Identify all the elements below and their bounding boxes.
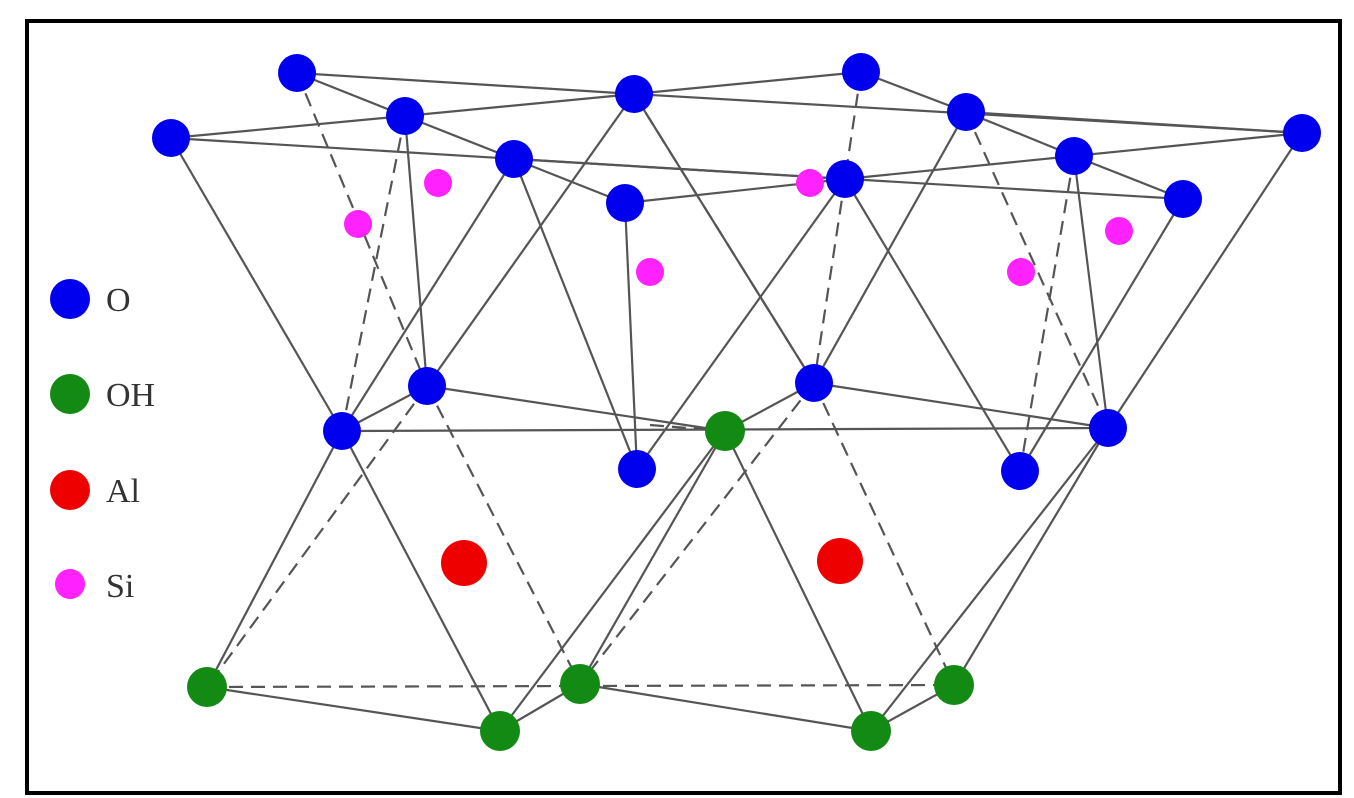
o-atom [408,367,446,405]
oh-atom [705,411,745,451]
bond [512,158,639,470]
al-atom [817,538,863,584]
oh-atom [934,665,974,705]
si-atom [636,258,664,286]
al-atom [441,540,487,586]
o-atom [278,54,316,92]
o-atom [1055,137,1093,175]
bond [636,178,846,470]
legend-oh-swatch [50,374,90,414]
bond [513,157,626,205]
legend-item-oh: OH [50,374,155,414]
bond [649,423,726,433]
dashed-bonds [206,71,1110,689]
bond [206,685,501,733]
oh-atom [851,711,891,751]
oh-atom [560,664,600,704]
si-atom [344,210,372,238]
bond [844,154,1075,181]
bond [170,114,406,140]
legend-item-si: Si [55,568,134,605]
bond [170,137,343,432]
o-atom [826,160,864,198]
bond [426,93,635,387]
bond [633,70,862,96]
o-atom [386,97,424,135]
bond [1019,198,1184,472]
legend-si-swatch [55,569,85,599]
bond [724,430,872,732]
bond [206,683,955,689]
bond [965,110,1075,158]
bond [813,382,955,686]
o-atom [947,93,985,131]
o-atom [495,140,533,178]
si-atom [424,169,452,197]
bond [965,110,1303,135]
bond [426,384,726,433]
bond [296,71,635,96]
bond [870,427,1109,732]
bond [813,111,967,384]
bond [295,72,429,387]
bond [812,178,847,384]
bond [579,430,726,685]
bond [206,385,428,688]
si-atom [1105,217,1133,245]
o-atom [1089,409,1127,447]
o-atom [606,184,644,222]
legend-item-al: Al [50,470,140,510]
o-atom [1164,180,1202,218]
o-atom [323,412,361,450]
legend-item-o: O [50,279,131,319]
bond [1073,154,1184,201]
legend-oh-label: OH [106,377,155,414]
o-atom [842,53,880,91]
bond [341,430,501,732]
bond [953,427,1109,686]
si-atom [796,169,824,197]
bond [1107,132,1303,429]
bond [404,92,635,118]
o-atom [1001,452,1039,490]
bond [296,71,406,118]
o-atom [152,119,190,157]
legend-al-swatch [50,470,90,510]
o-atom [615,75,653,113]
bond [403,115,429,387]
legend: O OH Al Si [50,279,155,605]
bond [633,93,815,384]
bond [623,202,639,470]
bond [341,158,515,432]
o-atom [1283,114,1321,152]
oxygen-atoms [152,53,1321,490]
bond [579,682,872,733]
bond [1073,131,1303,158]
bond [426,385,581,685]
bond [1018,155,1076,472]
solid-bonds [170,70,1303,733]
legend-o-swatch [50,279,90,319]
legend-o-label: O [106,282,131,319]
bond [964,111,1110,429]
silicon-atoms [344,169,1133,286]
si-atom [1007,258,1035,286]
oh-atom [480,711,520,751]
bond [579,382,815,685]
bond [340,115,407,432]
bond [844,178,1021,472]
o-atom [795,364,833,402]
hydroxyl-atoms [187,411,974,751]
bond [499,430,726,732]
bond [206,430,343,688]
bond [404,114,515,161]
legend-al-label: Al [106,473,140,510]
bond [1072,155,1110,429]
aluminum-atoms [441,538,863,586]
oh-atom [187,667,227,707]
o-atom [618,450,656,488]
legend-si-label: Si [106,568,134,605]
bond [813,381,1109,430]
